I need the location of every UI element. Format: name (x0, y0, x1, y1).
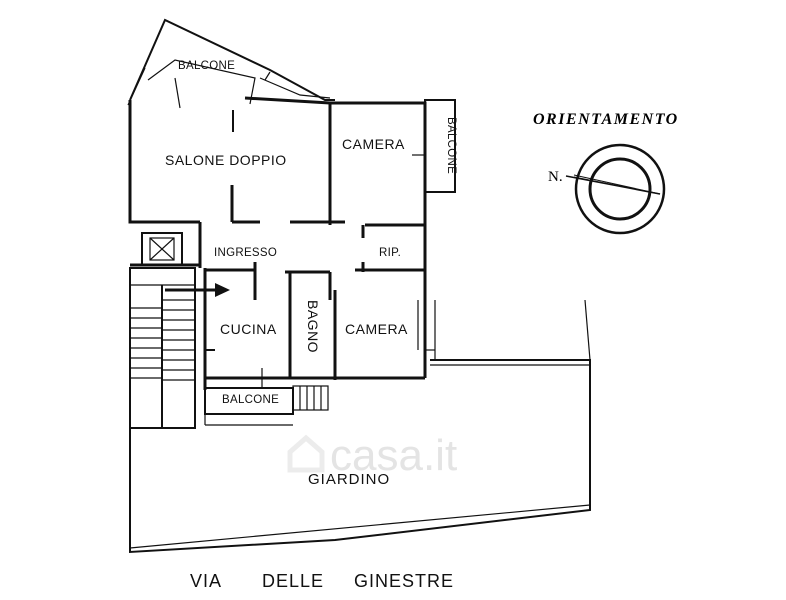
room-label-balcone-right: BALCONE (445, 117, 457, 174)
street-word-3: GINESTRE (354, 571, 454, 591)
room-label-cucina: CUCINA (220, 321, 277, 337)
house-watermark-icon (287, 434, 325, 473)
room-label-camera-top: CAMERA (342, 136, 405, 152)
orientation-title: ORIENTAMENTO (533, 111, 679, 128)
room-label-salone: SALONE DOPPIO (165, 152, 287, 168)
room-label-balcone-bottom: BALCONE (222, 394, 279, 406)
garden-label: GIARDINO (308, 471, 390, 488)
watermark: casa.it (330, 431, 457, 480)
room-label-bagno: BAGNO (305, 300, 321, 353)
entrance-arrow-icon (165, 283, 230, 297)
street-word-1: VIA (190, 571, 222, 591)
room-label-ingresso: INGRESSO (214, 247, 277, 259)
room-label-balcone-top: BALCONE (178, 60, 235, 72)
north-label: N. (548, 169, 563, 185)
room-label-camera-bottom: CAMERA (345, 321, 408, 337)
building-walls (127, 18, 591, 554)
street-word-2: DELLE (262, 571, 324, 591)
compass-icon (565, 143, 666, 235)
room-label-rip: RIP. (379, 247, 401, 259)
